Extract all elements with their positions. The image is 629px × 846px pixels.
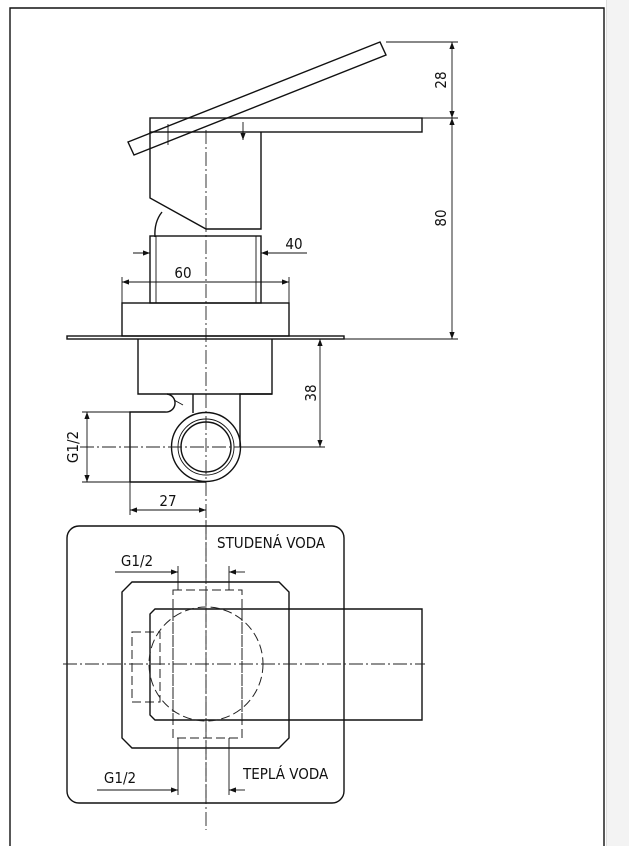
base xyxy=(121,302,290,337)
handle-body xyxy=(149,132,262,230)
dim-80: 80 xyxy=(432,209,450,226)
drawing-frame xyxy=(9,7,605,846)
dim-38: 38 xyxy=(302,384,320,401)
dim-g12-top: G1/2 xyxy=(121,552,153,570)
top-plate xyxy=(149,117,423,133)
scrollbar-track[interactable] xyxy=(606,0,629,846)
dim-g12-side: G1/2 xyxy=(64,431,82,463)
dim-60: 60 xyxy=(174,264,191,282)
label-hot-water: TEPLÁ VODA xyxy=(242,764,329,783)
handle-top xyxy=(149,608,423,721)
stem xyxy=(149,235,262,304)
flange xyxy=(66,335,345,340)
side-view: 28 80 40 60 38 G1/2 27 xyxy=(64,41,458,830)
dim-27: 27 xyxy=(159,492,176,510)
dim-28: 28 xyxy=(432,71,450,88)
dim-40: 40 xyxy=(285,235,302,253)
dim-g12-bottom: G1/2 xyxy=(104,769,136,787)
label-cold-water: STUDENÁ VODA xyxy=(217,533,326,552)
lower-body xyxy=(137,339,273,395)
top-view: STUDENÁ VODA TEPLÁ VODA G1/2 G1/2 xyxy=(63,520,425,806)
cover-plate xyxy=(66,525,345,804)
lever xyxy=(127,41,387,156)
body-octagon xyxy=(121,581,290,749)
